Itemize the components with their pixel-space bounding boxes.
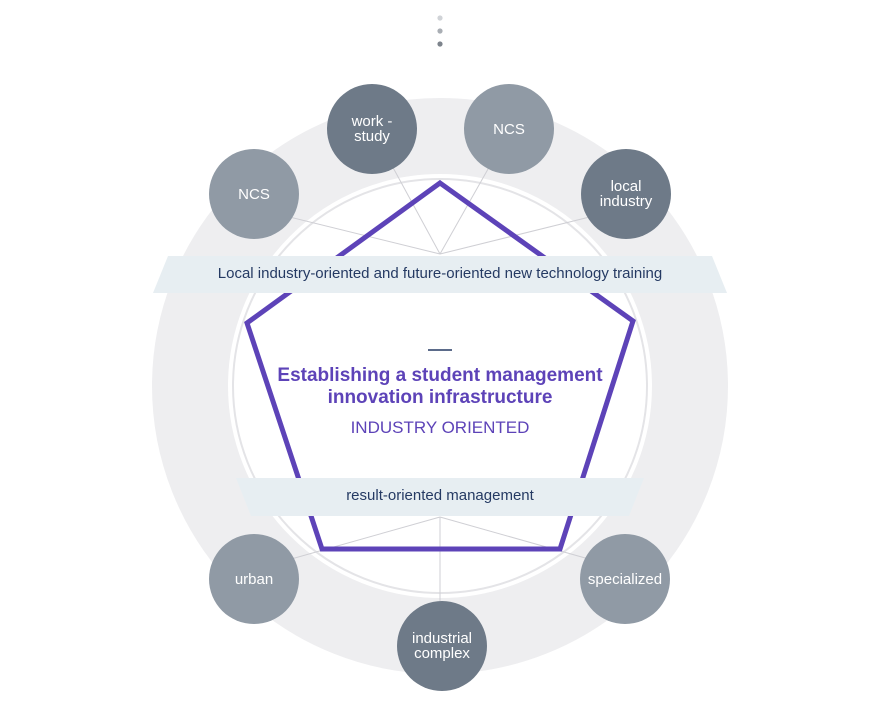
top-band-shape	[153, 256, 727, 293]
pentagon-shape	[244, 179, 636, 552]
node-local-industry: local industry	[581, 149, 671, 239]
center-title-line-1: Establishing a student management	[277, 365, 603, 386]
node-ncs-left: NCS	[209, 149, 299, 239]
node-urban: urban	[209, 534, 299, 624]
bottom-connectors	[269, 516, 611, 604]
bottom-band-shape	[236, 478, 644, 516]
vertical-ellipsis-icon	[437, 15, 443, 47]
node-ncs-right: NCS	[464, 84, 554, 174]
center-title-line-2: innovation infrastructure	[327, 387, 553, 408]
node-work-study: work - study	[327, 84, 417, 174]
node-industrial-complex: industrial complex	[397, 601, 487, 691]
center-subtitle: INDUSTRY ORIENTED	[350, 418, 530, 437]
top-band-label: Local industry-oriented and future-orien…	[217, 265, 663, 282]
bottom-band-label: result-oriented management	[346, 487, 534, 504]
node-specialized: specialized	[580, 534, 670, 624]
